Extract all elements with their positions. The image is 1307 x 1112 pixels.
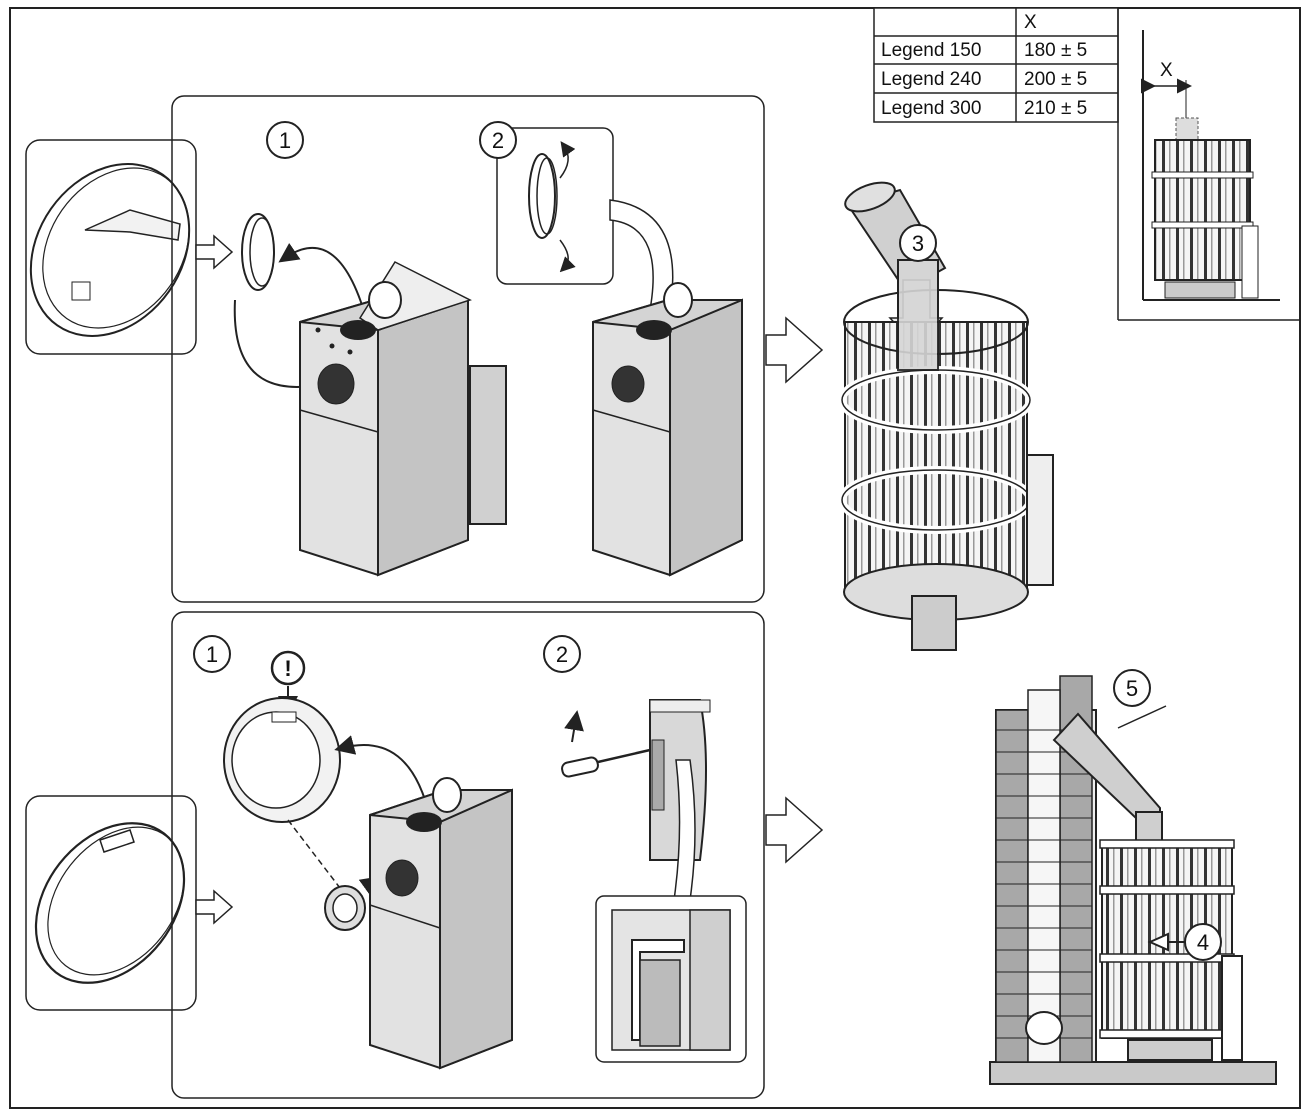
heater-body-step2	[592, 282, 743, 577]
flow-arrow-bottom	[765, 796, 824, 864]
svg-text:1: 1	[206, 642, 218, 667]
panel-top: 1	[171, 95, 765, 603]
heater-body-step1	[299, 261, 507, 577]
table-row-value: 180 ± 5	[1024, 40, 1087, 61]
table-row-model: Legend 150	[881, 40, 981, 61]
table-row-model: Legend 300	[881, 98, 981, 119]
step-marker-3: 3	[899, 224, 937, 262]
table-row-value: 200 ± 5	[1024, 69, 1087, 90]
screwdriver	[561, 710, 651, 778]
svg-text:4: 4	[1197, 930, 1209, 955]
dimension-table: X Legend 150 180 ± 5 Legend 240 200 ± 5 …	[873, 7, 1119, 123]
step-marker-top-2: 2	[479, 121, 517, 159]
callout-cover-ring	[25, 795, 197, 1011]
assembled-heater-step3	[838, 181, 1054, 651]
callout-arrow-bottom	[195, 889, 234, 925]
brick-chimney	[995, 675, 1097, 1063]
callout-arrow-top	[195, 234, 234, 270]
table-row-value: 210 ± 5	[1024, 98, 1087, 119]
step-marker-4: 4	[1184, 923, 1222, 961]
table-header-x: X	[1024, 12, 1037, 33]
svg-text:2: 2	[556, 642, 568, 667]
table-row-model: Legend 240	[881, 69, 981, 90]
warning-icon: !	[284, 656, 291, 681]
svg-text:5: 5	[1126, 676, 1138, 701]
small-sleeve	[324, 885, 366, 931]
dimension-x-label: X	[1160, 60, 1173, 81]
step-marker-5: 5	[1113, 669, 1151, 707]
svg-text:3: 3	[912, 231, 924, 256]
floor	[989, 1061, 1277, 1085]
svg-text:2: 2	[492, 128, 504, 153]
flow-arrow-top	[765, 316, 824, 384]
step-marker-bottom-1: 1	[193, 635, 231, 673]
arrow-step-4	[1147, 932, 1190, 952]
panel-bottom: 1 ! 2	[171, 611, 765, 1099]
heater-final	[1099, 839, 1243, 1061]
step-marker-top-1: 1	[266, 121, 304, 159]
page-frame	[9, 7, 1301, 1109]
dashed-guide	[287, 819, 341, 889]
step-2-callout	[496, 127, 614, 285]
svg-text:1: 1	[279, 128, 291, 153]
callout-damper-ring	[25, 139, 197, 355]
damper-ring	[241, 213, 275, 291]
dimension-detail: X	[1117, 8, 1300, 321]
step-marker-bottom-2: 2	[543, 635, 581, 673]
heater-body-bottom	[369, 777, 513, 1070]
warning-marker: !	[270, 650, 306, 716]
heater-mini	[1154, 139, 1251, 281]
curved-arrow-remove	[278, 242, 369, 326]
zoom-detail-box	[595, 895, 747, 1063]
chimney-installation	[989, 675, 1277, 1085]
cover-ring	[223, 697, 341, 823]
